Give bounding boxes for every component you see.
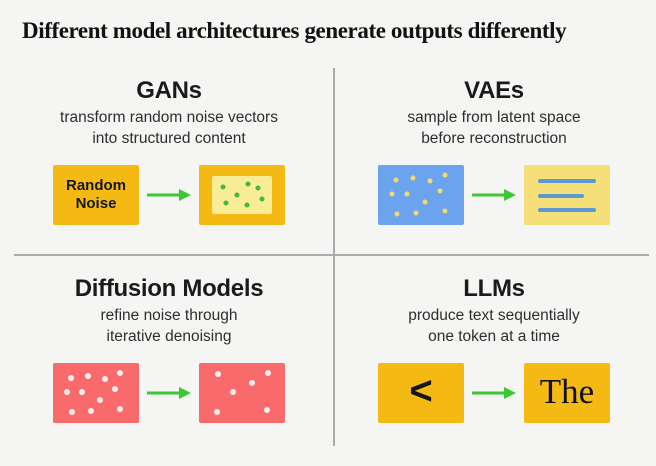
llms-subtitle-line2: one token at a time (428, 328, 560, 345)
gans-output-box (199, 165, 285, 225)
quadrant-gans: GANs transform random noise vectors into … (8, 76, 330, 225)
scatter-dot (245, 181, 251, 187)
quadrant-vaes: VAEs sample from latent space before reco… (338, 76, 650, 225)
scatter-dot (63, 389, 70, 396)
scatter-dot (85, 373, 92, 380)
scatter-dot (394, 211, 400, 217)
scatter-dot (404, 191, 410, 197)
scatter-dot (259, 196, 265, 202)
scatter-dot (234, 192, 240, 198)
token-input-box: < (378, 363, 464, 423)
scatter-dot (87, 408, 94, 414)
reconstruction-box (524, 165, 610, 225)
scatter-dot (393, 177, 399, 183)
vaes-diagram (338, 165, 650, 225)
scatter-dot (68, 408, 75, 415)
noisy-box (53, 363, 139, 423)
scatter-dot (427, 178, 433, 184)
gans-subtitle: transform random noise vectors into struc… (8, 107, 330, 149)
diffusion-heading: Diffusion Models (74, 275, 264, 302)
quadrant-llms: LLMs produce text sequentially one token … (338, 274, 650, 423)
scatter-dot (264, 369, 271, 376)
scatter-dot (263, 407, 270, 414)
scatter-dot (230, 388, 237, 395)
diffusion-subtitle-line2: iterative denoising (106, 328, 232, 345)
vaes-heading: VAEs (464, 77, 524, 104)
text-line (537, 193, 585, 198)
scatter-dot (389, 191, 395, 197)
scatter-dot (437, 188, 443, 194)
scatter-dot (101, 375, 108, 382)
token-symbol: < (409, 369, 433, 413)
scatter-dot (220, 184, 226, 190)
token-output-box: The (524, 363, 610, 423)
text-line (537, 179, 597, 184)
scatter-dot (244, 202, 250, 207)
diffusion-subtitle: refine noise through iterative denoising (8, 305, 330, 347)
vertical-divider (333, 68, 335, 446)
llms-diagram: < The (338, 363, 650, 423)
scatter-dot (223, 200, 229, 206)
arrow-right-icon (472, 387, 516, 399)
llms-subtitle-line1: produce text sequentially (408, 307, 580, 324)
llms-heading: LLMs (463, 275, 525, 302)
scatter-dot (413, 210, 419, 216)
scatter-dot (68, 375, 75, 381)
horizontal-divider (14, 254, 649, 256)
scatter-dot (79, 388, 86, 395)
arrow-right-icon (147, 189, 191, 201)
scatter-dot (442, 172, 448, 178)
scatter-dot (255, 185, 261, 191)
diffusion-diagram (8, 363, 330, 423)
gans-heading: GANs (136, 77, 202, 104)
vaes-subtitle: sample from latent space before reconstru… (338, 107, 650, 149)
text-line (537, 208, 597, 213)
scatter-dot (97, 396, 104, 403)
scatter-dot (422, 199, 428, 205)
gans-subtitle-line2: into structured content (92, 130, 246, 147)
gans-subtitle-line1: transform random noise vectors (60, 109, 278, 126)
arrow-right-icon (472, 189, 516, 201)
output-word: The (539, 372, 595, 411)
quadrant-diffusion: Diffusion Models refine noise through ite… (8, 274, 330, 423)
llms-subtitle: produce text sequentially one token at a … (338, 305, 650, 347)
page-title: Different model architectures generate o… (22, 18, 567, 43)
vaes-subtitle-line1: sample from latent space (407, 109, 581, 126)
latent-space-box (378, 165, 464, 225)
scatter-dot (214, 371, 221, 378)
scatter-dot (111, 386, 118, 393)
diffusion-subtitle-line1: refine noise through (100, 307, 238, 324)
arrow-right-icon (147, 387, 191, 399)
vaes-subtitle-line2: before reconstruction (421, 130, 567, 147)
scatter-dot (214, 409, 221, 416)
denoised-box (199, 363, 285, 423)
structured-content-panel (212, 176, 272, 214)
scatter-dot (442, 208, 448, 214)
scatter-dot (249, 380, 256, 387)
scatter-dot (410, 175, 416, 181)
scatter-dot (117, 406, 124, 413)
scatter-dot (117, 369, 124, 376)
